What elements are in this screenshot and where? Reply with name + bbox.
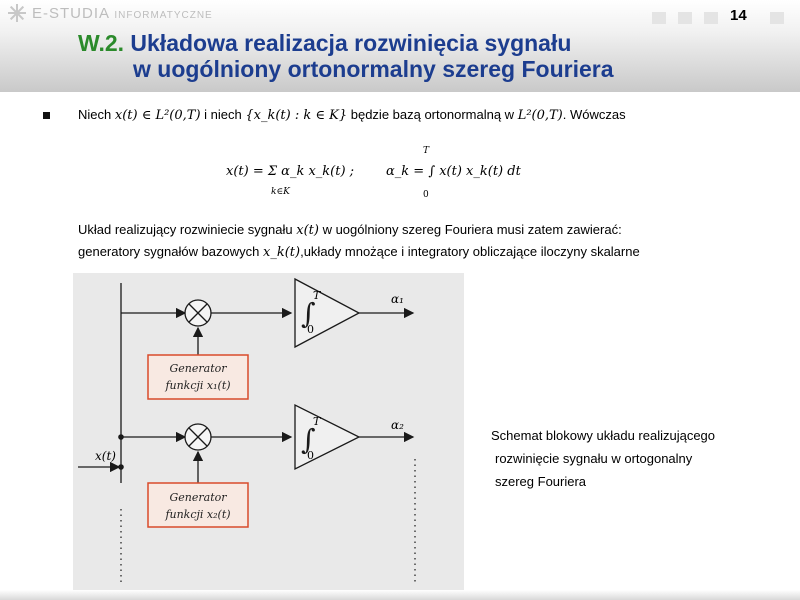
paragraph-text: ,układy mnożące i integratory obliczając… — [300, 244, 640, 259]
block-diagram: Generator funkcji x₁(t) Generator funkcj… — [73, 273, 464, 596]
generator-2-label: funkcji x₂(t) — [164, 508, 230, 521]
integral-1-icon: ∫ — [301, 297, 316, 330]
title-line2: w uogólniony ortonormalny szereg Fourier… — [133, 56, 614, 82]
math-basis-set: {x_k(t) : k ∈ K} — [245, 108, 348, 123]
integral-1-lower: 0 — [307, 323, 314, 336]
slide-number: 14 — [730, 7, 747, 24]
diagram-svg: Generator funkcji x₁(t) Generator funkcj… — [78, 277, 416, 585]
math-xk: x_k(t) — [263, 245, 301, 260]
footer-band — [0, 590, 800, 600]
nav-square-icon — [704, 12, 718, 24]
output-2-label: α₂ — [391, 418, 404, 432]
formula-2-lower: 0 — [423, 190, 429, 200]
paragraph-text: w uogólniony szereg Fouriera musi zatem … — [322, 222, 622, 237]
nav-square-icon — [678, 12, 692, 24]
paragraph-text: Układ realizujący rozwiniecie sygnału — [78, 222, 293, 237]
generator-1-label: Generator — [169, 362, 227, 375]
integral-1-upper: T — [313, 289, 322, 302]
logo: E-STUDIA INFORMATYCZNE — [8, 4, 228, 26]
input-label: x(t) — [95, 449, 116, 463]
junction-dot — [118, 464, 124, 470]
intro-text: . Wówczas — [562, 107, 626, 122]
integrator-2 — [294, 403, 361, 471]
generator-2-label: Generator — [169, 491, 227, 504]
generator-1-label: funkcji x₁(t) — [164, 379, 230, 392]
caption-line: Schemat blokowy układu realizującego — [491, 428, 716, 443]
diagram-caption: Schemat blokowy układu realizującego roz… — [491, 424, 715, 493]
bullet-icon — [43, 112, 50, 119]
generator-2-box — [147, 482, 249, 528]
integrator-1 — [294, 277, 361, 349]
integral-2-upper: T — [313, 415, 322, 428]
intro-line: Niech x(t) ∈ L²(0,T) i niech {x_k(t) : k… — [78, 107, 626, 123]
integral-2-icon: ∫ — [301, 423, 316, 456]
formulas: x(t) = Σ α_k x_k(t) ; k∈K α_k = ∫ x(t) x… — [226, 145, 526, 200]
intro-text: i niech — [204, 107, 242, 122]
math-l2: L²(0,T) — [517, 108, 563, 123]
logo-text: E-STUDIA INFORMATYCZNE — [32, 5, 213, 22]
logo-icon — [8, 4, 26, 22]
integral-2-lower: 0 — [307, 449, 314, 462]
intro-text: Niech — [78, 107, 112, 122]
formula-2: α_k = ∫ x(t) x_k(t) dt — [386, 164, 522, 179]
caption-line: rozwinięcie sygnału w ortogonalny — [495, 451, 693, 466]
multiplier-1 — [184, 299, 212, 327]
title-prefix: W.2. — [78, 30, 125, 56]
junction-dot — [118, 434, 124, 440]
caption-line: szereg Fouriera — [495, 474, 587, 489]
paragraph-line2: generatory sygnałów bazowych x_k(t),ukła… — [78, 244, 640, 260]
nav-square-icon — [770, 12, 784, 24]
math-x: x(t) — [296, 223, 319, 238]
formula-1: x(t) = Σ α_k x_k(t) ; — [226, 164, 354, 179]
intro-text: będzie bazą ortonormalną w — [350, 107, 515, 122]
formula-1-subscript: k∈K — [271, 187, 291, 197]
math-x-in-l2: x(t) ∈ L²(0,T) — [114, 108, 201, 123]
formula-svg: x(t) = Σ α_k x_k(t) ; k∈K α_k = ∫ x(t) x… — [226, 146, 522, 200]
generator-1-box — [147, 354, 249, 400]
formula-2-upper: T — [423, 146, 430, 156]
paragraph-text: generatory sygnałów bazowych — [78, 244, 260, 259]
output-1-label: α₁ — [391, 292, 404, 306]
multiplier-2 — [184, 423, 212, 451]
page-title: W.2. Układowa realizacja rozwinięcia syg… — [78, 30, 614, 82]
paragraph-line1: Układ realizujący rozwiniecie sygnału x(… — [78, 222, 622, 238]
nav-square-icon — [652, 12, 666, 24]
title-line1: Układowa realizacja rozwinięcia sygnału — [130, 30, 572, 56]
header-band — [0, 0, 800, 92]
